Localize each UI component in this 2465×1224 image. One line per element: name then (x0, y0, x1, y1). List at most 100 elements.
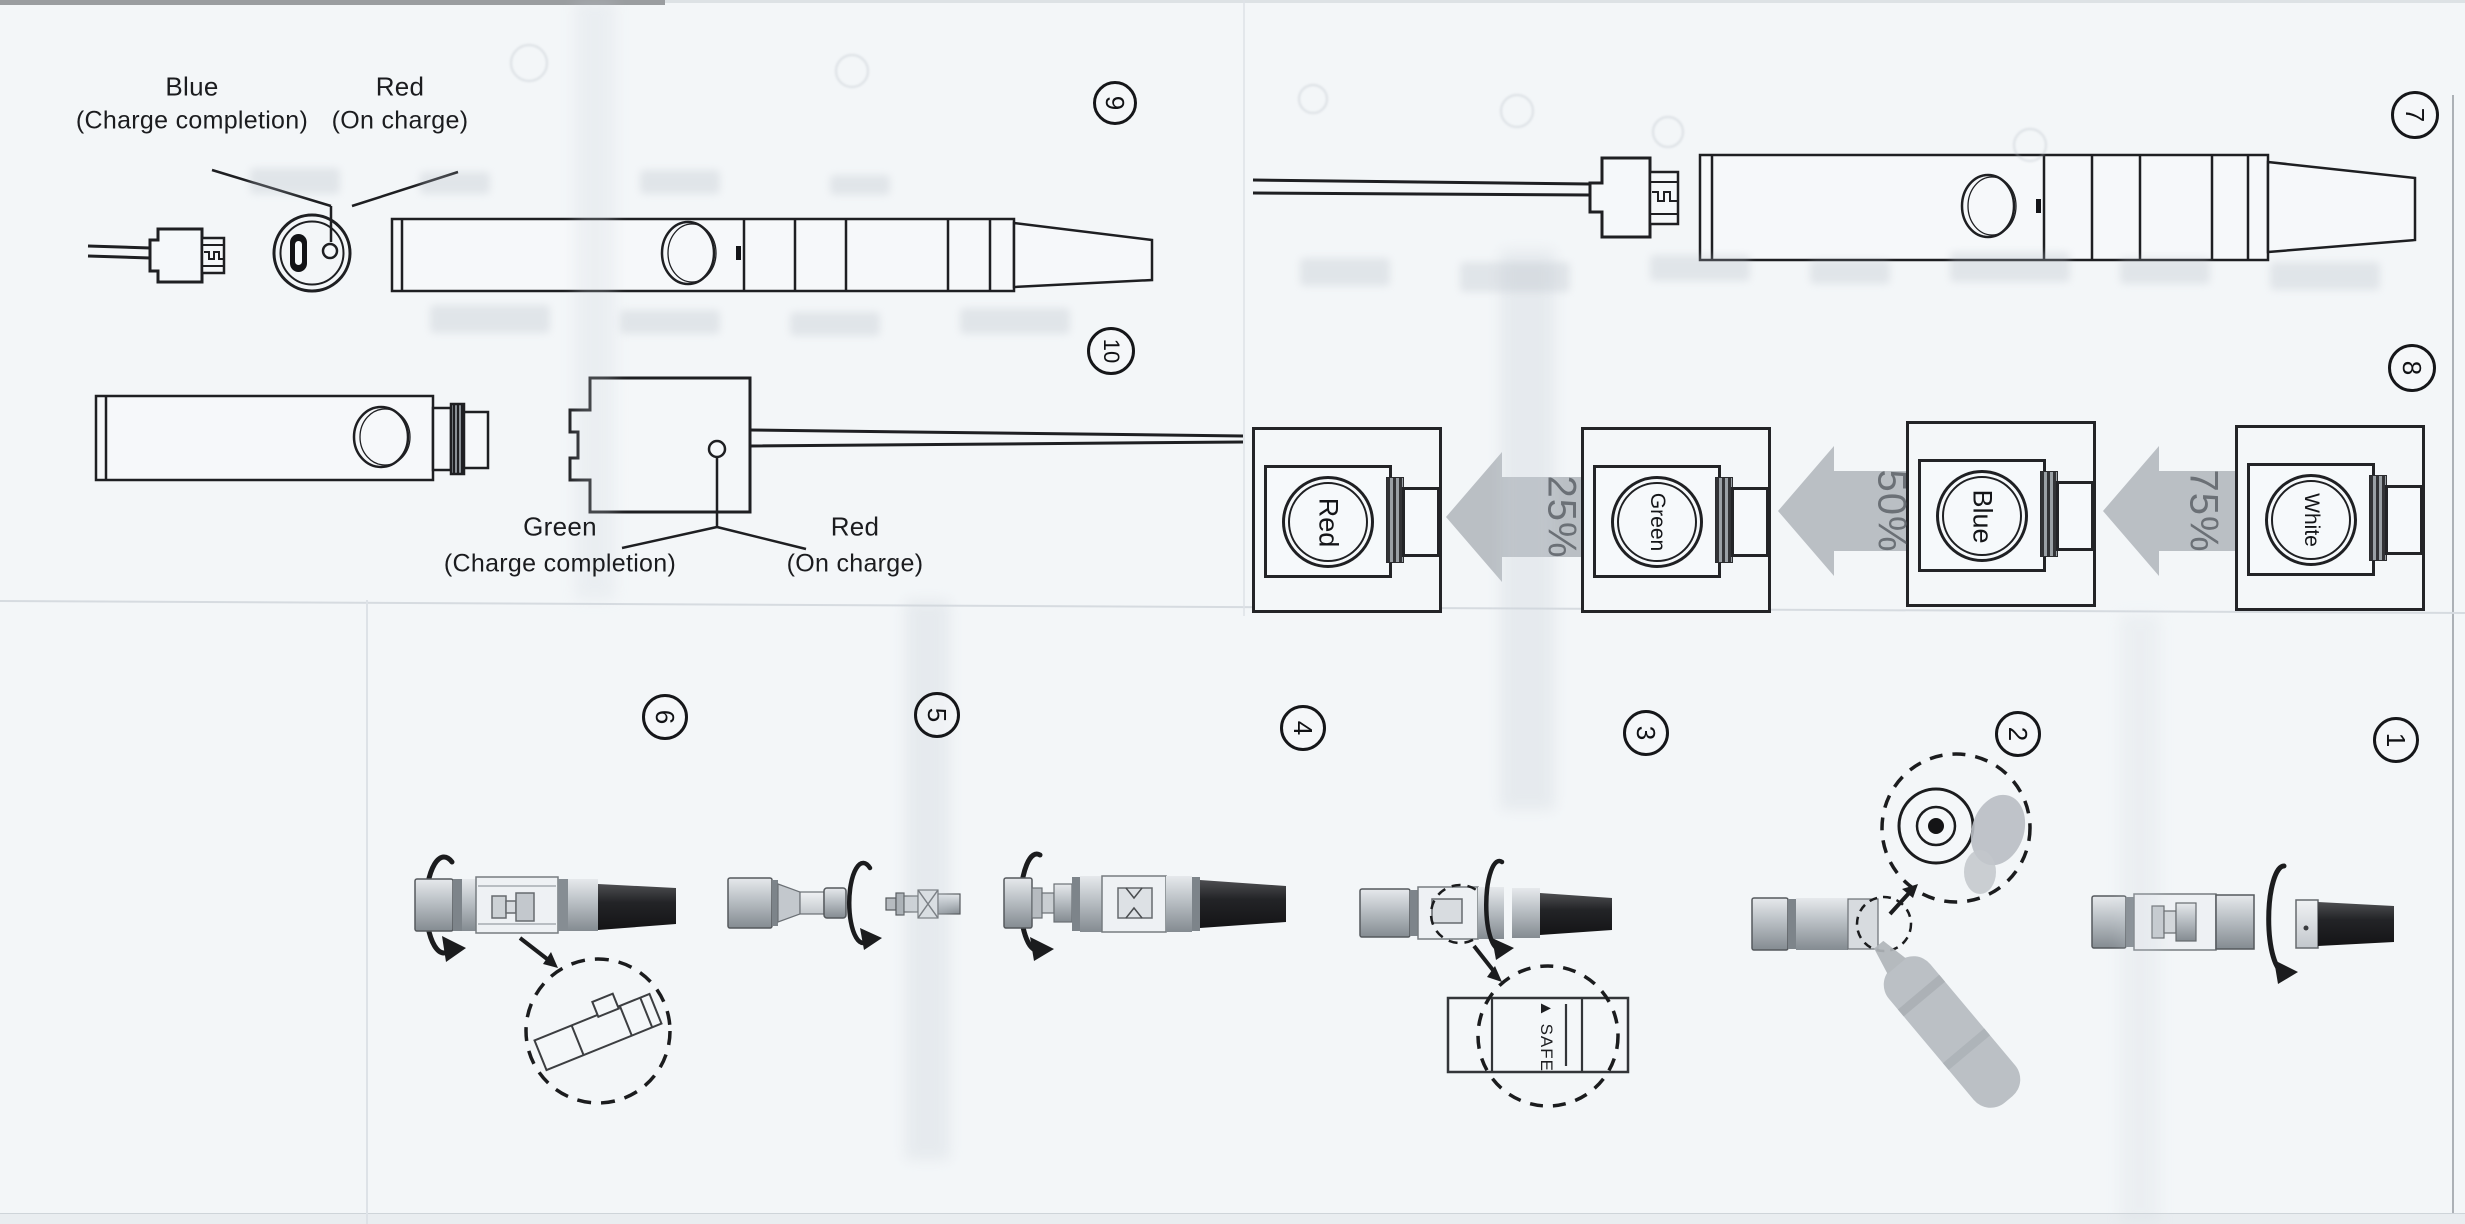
led-window-icon: Green (1611, 476, 1703, 568)
connector-tip (1731, 487, 1769, 557)
fold-shadow (2120, 615, 2160, 1224)
bleed-through (2270, 262, 2380, 290)
fire-button-icon (352, 405, 410, 469)
rotate-arrow-icon (846, 860, 873, 946)
fold-shadow (1500, 250, 1555, 810)
usb-plug-icon (87, 227, 226, 284)
bleed-through (1300, 258, 1390, 286)
led-color-label: Blue (1967, 488, 1998, 544)
step-7-badge: 7 (2391, 91, 2439, 139)
step-8-number: 8 (2397, 360, 2427, 376)
percent-25-label: 25% (1539, 475, 1584, 559)
bleed-through (640, 170, 720, 194)
fold-crease (1243, 0, 1245, 616)
page-edge (2452, 95, 2454, 1224)
charger-led-green-label: Green (523, 511, 597, 542)
front-led-red-label: Red (375, 71, 425, 102)
mouthpiece-icon (598, 884, 676, 930)
bleed-through-circle (2013, 128, 2047, 162)
step-9-badge: 9 (1093, 81, 1137, 125)
step-1-number: 1 (2381, 732, 2411, 748)
front-led-red-sub: (On charge) (331, 106, 469, 135)
bleed-through-circle (1298, 84, 1328, 114)
mouthpiece-cap-icon (2318, 902, 2394, 946)
mouthpiece-icon (1540, 893, 1612, 935)
led-window-icon: Red (1282, 476, 1374, 568)
battery-indicator-white: White (2235, 425, 2425, 611)
usb-charger-body (568, 376, 1244, 514)
bleed-through-circle (1500, 94, 1534, 128)
step4-assembled-diagram (1003, 851, 1286, 961)
battery-indicator-green: Green (1581, 427, 1771, 613)
bleed-through (420, 172, 490, 194)
mouthpiece-icon (1200, 880, 1286, 928)
led-color-label: Green (1646, 492, 1669, 552)
led-color-label: White (2300, 493, 2323, 547)
step1-cap-diagram (2091, 863, 2394, 984)
step-2-number: 2 (2003, 726, 2033, 742)
fire-button-icon (1960, 173, 2016, 239)
bottle-tip-icon (1970, 794, 2026, 866)
step3-refill-diagram (1359, 858, 1630, 1108)
bleed-through (2120, 258, 2210, 284)
bleed-through (1460, 262, 1570, 292)
battery-indicator-red: Red (1252, 427, 1442, 613)
bleed-through-circle (510, 44, 548, 82)
step-6-number: 6 (650, 709, 680, 725)
pen-side-view (390, 217, 1154, 293)
front-led-blue-label: Blue (165, 71, 219, 102)
bleed-through (790, 312, 880, 336)
step-5-number: 5 (922, 707, 952, 723)
bleed-through (830, 175, 890, 195)
charger-led-green-sub: (Charge completion) (443, 549, 677, 578)
pen-side-view (1698, 153, 2417, 262)
percent-50-label: 50% (1869, 469, 1914, 553)
front-led-blue-sub: (Charge completion) (75, 106, 309, 135)
charger-led-red-sub: (On charge) (786, 549, 924, 578)
led-dot-icon (707, 439, 727, 459)
bleed-through (430, 305, 550, 333)
step2-fill-diagram (1751, 752, 2032, 1108)
step-1-badge: 1 (2373, 717, 2419, 763)
connector-tip (2385, 485, 2423, 555)
step-8-badge: 8 (2388, 344, 2436, 392)
scan-edge (0, 1213, 2465, 1224)
charge-port-diagram (87, 168, 1154, 293)
step-9-number: 9 (1100, 95, 1130, 111)
detail-circle (1476, 964, 1620, 1108)
step-6-badge: 6 (642, 694, 688, 740)
rotate-arrow-icon (2266, 863, 2287, 975)
step-10-badge: 10 (1087, 327, 1135, 375)
bleed-through-circle (1652, 116, 1684, 148)
fold-shadow (575, 0, 615, 600)
step6-clearomizer-diagram (414, 854, 676, 1105)
step-2-badge: 2 (1995, 711, 2041, 757)
detail-circle (1880, 752, 2032, 904)
step-3-badge: 3 (1623, 710, 1669, 756)
step-4-number: 4 (1288, 720, 1318, 736)
step-7-number: 7 (2400, 107, 2430, 123)
step-4-badge: 4 (1280, 705, 1326, 751)
safety-label: ▲ SAFE (1537, 1000, 1556, 1072)
charging-cable-diagram (1252, 153, 2417, 262)
step-3-number: 3 (1631, 725, 1661, 741)
usb-plug-icon (1588, 156, 1680, 239)
fold-shadow (905, 600, 950, 1160)
scan-edge (0, 0, 665, 5)
percent-75-label: 75% (2181, 469, 2226, 553)
bleed-through (1950, 252, 2070, 282)
led-color-label: Red (1313, 497, 1344, 547)
bleed-through (960, 308, 1070, 334)
charger-led-red-label: Red (830, 511, 880, 542)
battery-indicator-blue: Blue (1906, 421, 2096, 607)
liquid-bottle-icon (1874, 940, 2021, 1108)
usb-charger-diagram (94, 376, 1244, 551)
connector-tip (1402, 487, 1440, 557)
fold-crease (366, 600, 368, 1224)
bleed-through (1650, 255, 1750, 281)
bleed-through (1810, 260, 1890, 284)
step-10-number: 10 (1098, 338, 1124, 364)
scan-edge (665, 0, 2465, 3)
